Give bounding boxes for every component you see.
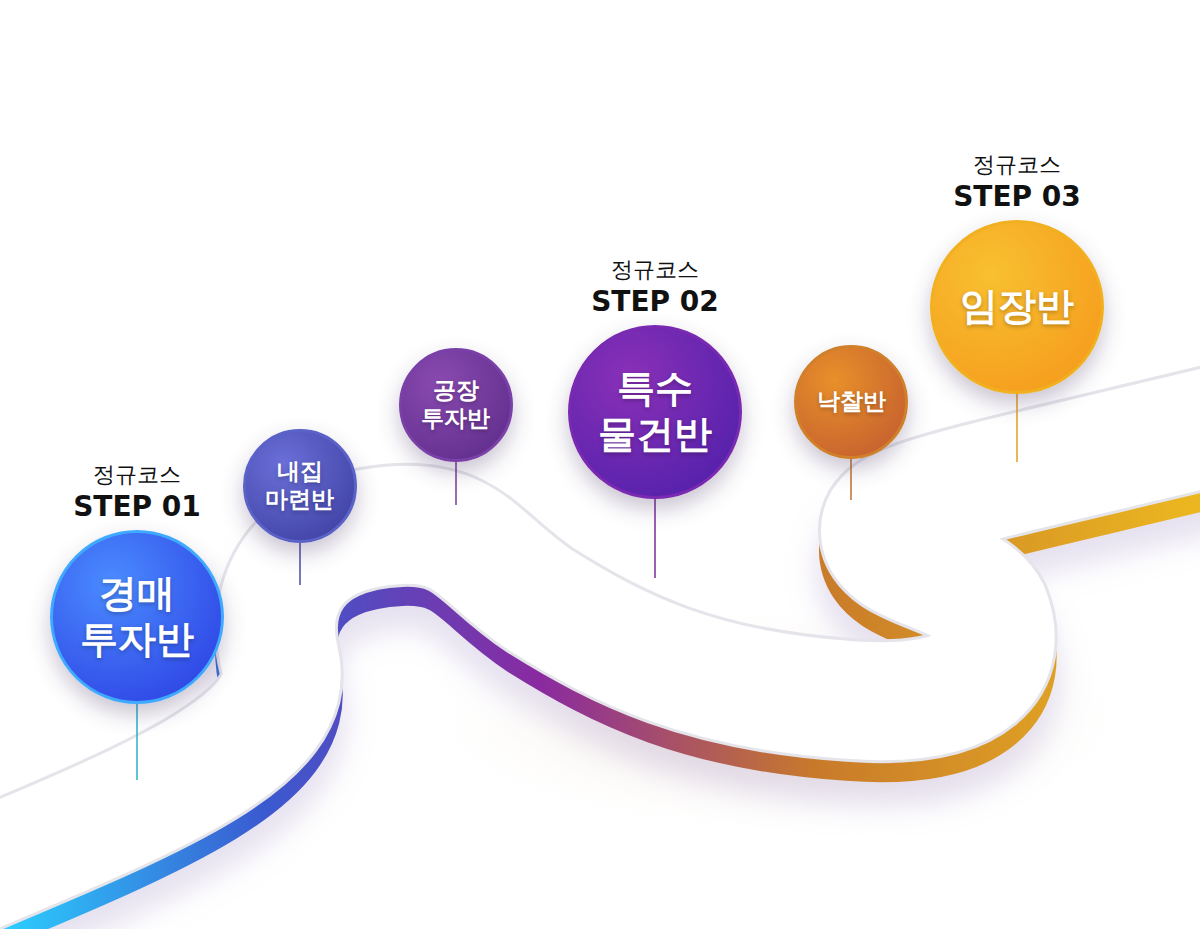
course-label: 정규코스 [0, 461, 281, 489]
course-name: 임장반 [960, 284, 1074, 330]
pin-line [850, 459, 852, 500]
course-circle: 공장 투자반 [399, 348, 513, 462]
pin-line [654, 499, 656, 578]
pin-line [1016, 394, 1018, 462]
course-label: 정규코스 [511, 256, 799, 284]
pin-line [299, 543, 301, 585]
course-name: 경매 투자반 [69, 571, 206, 662]
course-name: 특수 물건반 [587, 366, 724, 457]
pin-line [455, 462, 457, 505]
course-circle: 정규코스STEP 02특수 물건반 [568, 325, 742, 499]
pin-line [136, 704, 138, 780]
course-circle: 정규코스STEP 03임장반 [930, 220, 1104, 394]
course-circle: 정규코스STEP 01경매 투자반 [50, 530, 224, 704]
course-name: 내집 마련반 [259, 458, 342, 513]
course-circle: 낙찰반 [794, 345, 908, 459]
course-label: 정규코스 [873, 151, 1161, 179]
step-label: STEP 02 [511, 284, 799, 320]
step-label: STEP 03 [873, 179, 1161, 215]
road-edge [0, 420, 1200, 880]
road-surface [0, 420, 1200, 880]
course-name: 낙찰반 [817, 388, 886, 416]
course-circle: 내집 마련반 [243, 429, 357, 543]
step-label: STEP 01 [0, 489, 281, 525]
step-heading: 정규코스STEP 01 [0, 461, 281, 525]
step-heading: 정규코스STEP 02 [511, 256, 799, 320]
step-heading: 정규코스STEP 03 [873, 151, 1161, 215]
course-name: 공장 투자반 [415, 377, 498, 432]
